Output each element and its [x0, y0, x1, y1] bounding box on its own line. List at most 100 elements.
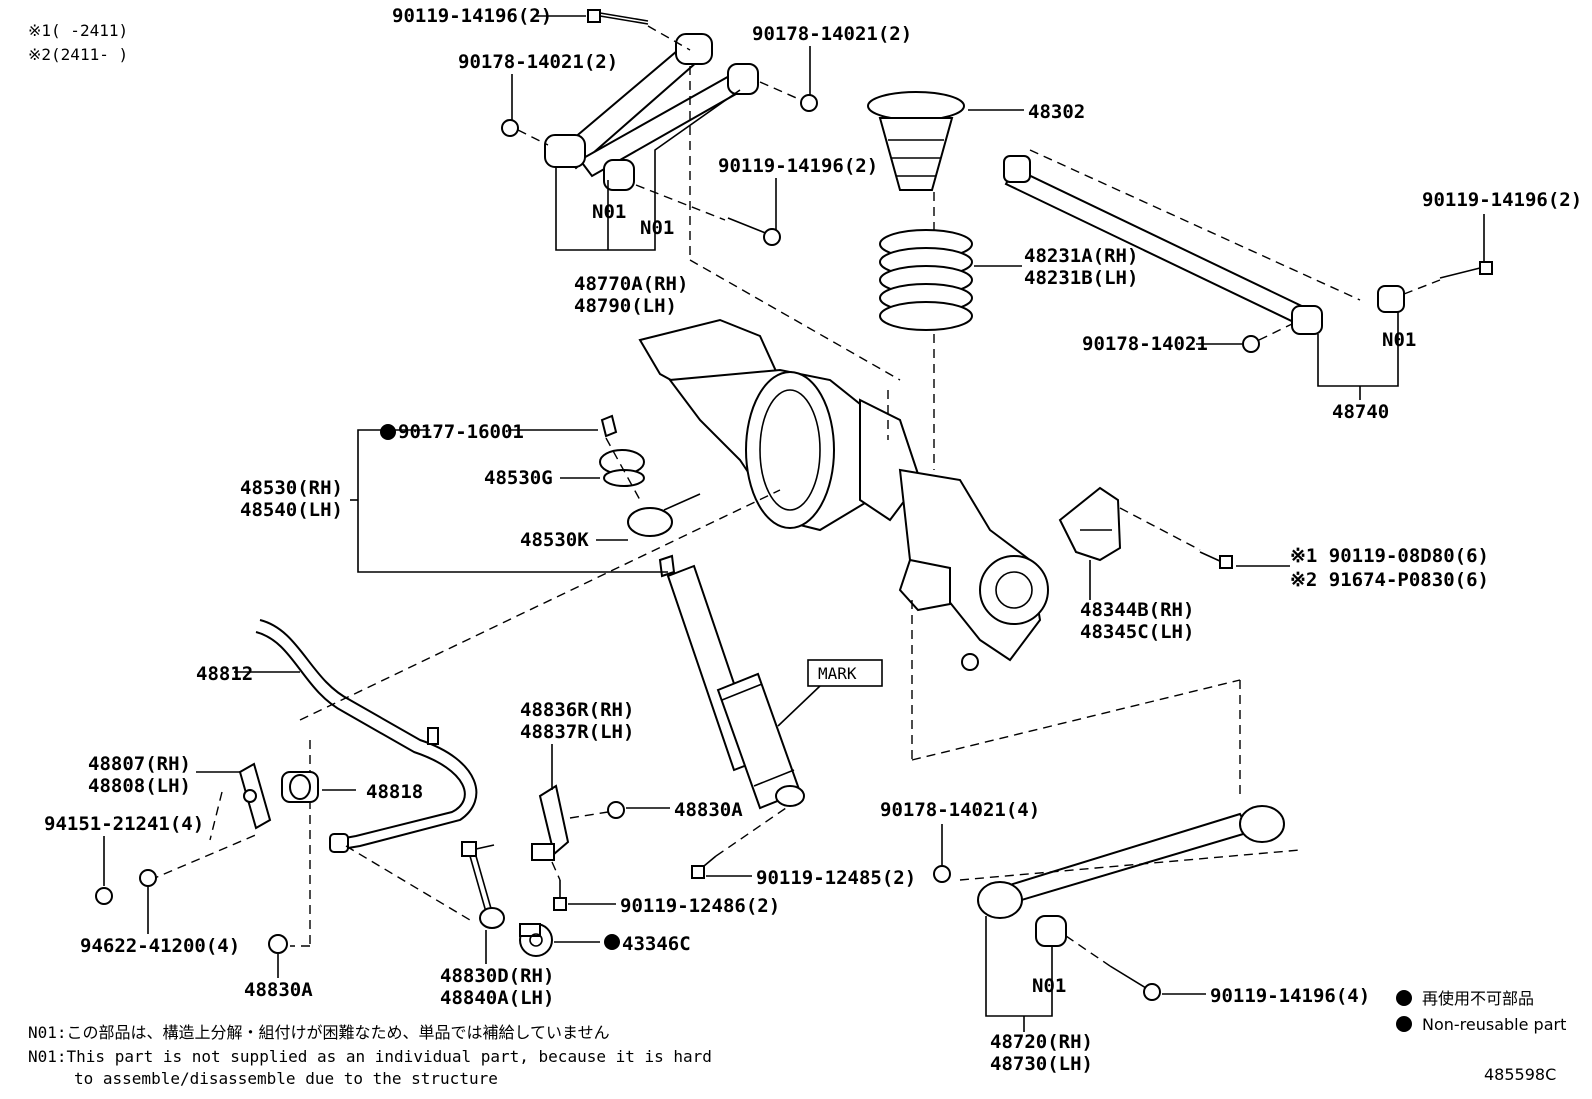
label-48808: 48808(LH)	[88, 775, 191, 797]
label-48530K: 48530K	[520, 529, 589, 551]
label-48807: 48807(RH)	[88, 753, 191, 775]
label-90119-14196-right: 90119-14196(2)	[1422, 189, 1582, 211]
label-n01-b: N01	[640, 217, 674, 239]
shock-absorber[interactable]	[599, 414, 805, 810]
stabilizer-bar[interactable]	[255, 619, 478, 853]
arm-bracket-line	[555, 89, 741, 251]
rod-dashed-line	[1029, 149, 1361, 301]
link-dashed-line	[345, 845, 471, 921]
bolt-dashed-line	[551, 861, 561, 881]
label-n01-c: N01	[1382, 329, 1416, 351]
bracket-dashed-line	[149, 833, 259, 881]
label-n01-a: N01	[592, 201, 626, 223]
label-94622-41200: 94622-41200(4)	[80, 935, 240, 957]
label-48836R: 48836R(RH)	[520, 699, 634, 721]
label-48730: 48730(LH)	[990, 1053, 1093, 1075]
label-48720: 48720(RH)	[990, 1031, 1093, 1053]
lower-control-arm[interactable]	[977, 805, 1285, 947]
bracket-dashed-line	[209, 791, 223, 841]
non-reusable-marker-icon	[604, 934, 620, 950]
rod-bracket-line	[1317, 312, 1399, 387]
link-bracket[interactable]	[531, 784, 570, 861]
stabilizer-bracket[interactable]	[238, 762, 272, 830]
nut-icon[interactable]	[95, 887, 113, 905]
footnote-en-line1: N01:This part is not supplied as an indi…	[28, 1047, 712, 1066]
arm-dashed-line	[635, 184, 726, 221]
label-90119-14196-bottom: 90119-14196(4)	[1210, 985, 1370, 1007]
label-43346C: 43346C	[622, 933, 691, 955]
lower-arm-bracket-line	[985, 916, 1053, 1017]
nut-icon[interactable]	[607, 801, 625, 819]
label-48540: 48540(LH)	[240, 499, 343, 521]
bracket-48344b[interactable]	[1058, 486, 1122, 562]
bolt-icon[interactable]	[1109, 965, 1161, 1001]
nut-dashed-line	[517, 129, 549, 146]
bolt-dashed-line	[1403, 279, 1441, 295]
housing-dashed-line	[911, 679, 1241, 761]
bar-dashed-line	[299, 489, 781, 721]
label-48345C: 48345C(LH)	[1080, 621, 1194, 643]
label-90119-14196-mid: 90119-14196(2)	[718, 155, 878, 177]
label-90119-12486: 90119-12486(2)	[620, 895, 780, 917]
bolt-icon[interactable]	[553, 880, 567, 911]
bolt-icon[interactable]	[587, 9, 649, 25]
bolt-dashed-line	[647, 25, 691, 51]
label-48302: 48302	[1028, 101, 1085, 123]
label-90177-16001: 90177-16001	[398, 421, 524, 443]
label-48812: 48812	[196, 663, 253, 685]
nut-icon[interactable]	[268, 934, 288, 954]
label-48830A-mid: 48830A	[674, 799, 743, 821]
bolt-dashed-line	[1065, 935, 1111, 967]
label-48740: 48740	[1332, 401, 1389, 423]
mark-label: MARK	[818, 664, 857, 683]
nut-icon[interactable]	[933, 865, 951, 883]
legend-en: Non-reusable part	[1422, 1015, 1566, 1034]
footnote-en-line2: to assemble/disassemble due to the struc…	[74, 1069, 498, 1088]
height-sensor[interactable]	[519, 923, 553, 957]
bolt-icon[interactable]	[691, 855, 717, 879]
figure-code: 485598C	[1484, 1065, 1556, 1084]
arm-dashed-line	[959, 849, 1301, 881]
stabilizer-bushing[interactable]	[281, 771, 319, 803]
label-48830D: 48830D(RH)	[440, 965, 554, 987]
label-90119-12485: 90119-12485(2)	[756, 867, 916, 889]
label-90178-14021-right: 90178-14021	[1082, 333, 1208, 355]
bolt-icon[interactable]	[1199, 551, 1233, 569]
bolt-icon[interactable]	[1439, 261, 1493, 279]
upper-control-arm[interactable]	[544, 33, 759, 191]
nut-dashed-line	[1258, 323, 1293, 341]
lateral-rod[interactable]	[1003, 155, 1405, 335]
date-note-2: ※2(2411- )	[28, 45, 128, 64]
label-48344B: 48344B(RH)	[1080, 599, 1194, 621]
stabilizer-link[interactable]	[461, 841, 505, 929]
axle-housing	[638, 318, 1049, 671]
label-note-x1-bolt: ※1 90119-08D80(6)	[1290, 545, 1489, 567]
label-n01-d: N01	[1032, 975, 1066, 997]
label-48530G: 48530G	[484, 467, 553, 489]
label-48837R: 48837R(LH)	[520, 721, 634, 743]
nut-icon[interactable]	[501, 119, 519, 137]
label-48818: 48818	[366, 781, 423, 803]
label-note-x2-bolt: ※2 91674-P0830(6)	[1290, 569, 1489, 591]
label-94151-21241: 94151-21241(4)	[44, 813, 204, 835]
nut-dashed-line	[759, 81, 802, 101]
label-90178-14021-top-right: 90178-14021(2)	[752, 23, 912, 45]
bolt-icon[interactable]	[727, 217, 781, 246]
shock-dashed-line	[605, 437, 641, 501]
nut-icon[interactable]	[800, 94, 818, 112]
label-48840A: 48840A(LH)	[440, 987, 554, 1009]
mark-callout: MARK	[777, 659, 883, 727]
label-48231B: 48231B(LH)	[1024, 267, 1138, 289]
legend-jp: 再使用不可部品	[1422, 989, 1534, 1008]
date-note-1: ※1( -2411)	[28, 21, 128, 40]
label-90178-14021-bottom: 90178-14021(4)	[880, 799, 1040, 821]
bracket-dashed-line	[1119, 507, 1201, 551]
nut-icon[interactable]	[1242, 335, 1260, 353]
bump-stopper[interactable]	[867, 91, 965, 191]
footnote-jp: N01:この部品は、構造上分解・組付けが困難なため、単品では補給していません	[28, 1023, 610, 1042]
washer-icon[interactable]	[139, 869, 157, 887]
non-reusable-legend-icon	[1396, 990, 1412, 1032]
coil-spring[interactable]	[879, 229, 973, 331]
